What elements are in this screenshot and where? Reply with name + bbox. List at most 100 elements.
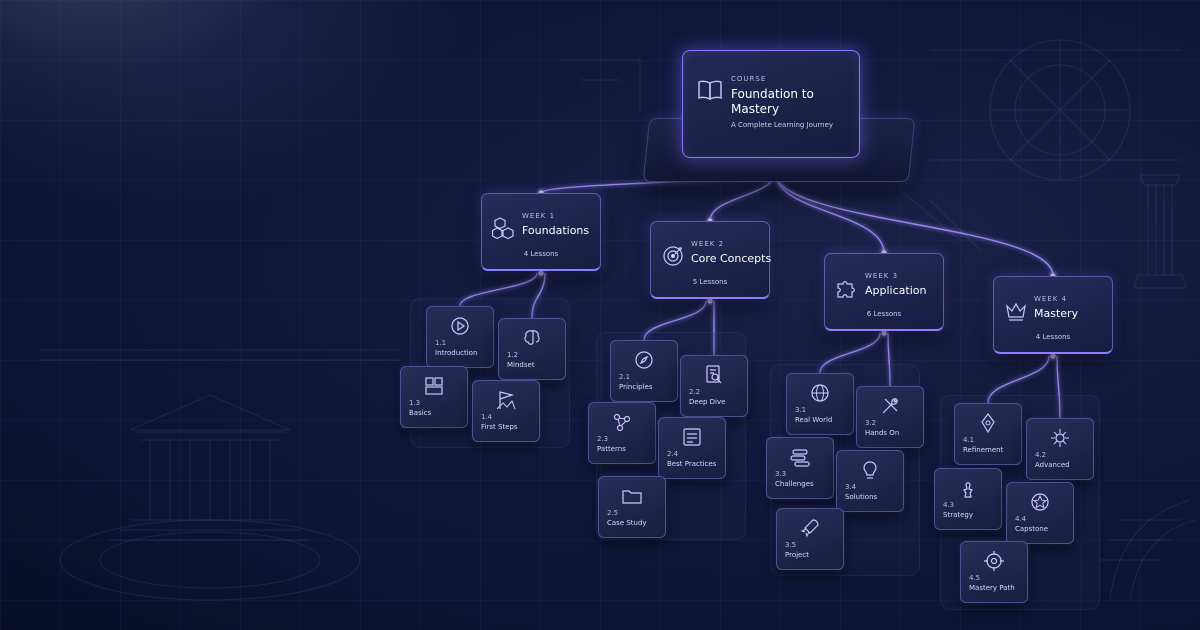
lesson-title: Hands On: [865, 429, 900, 437]
lesson-card-3-5[interactable]: 3.5 Project: [776, 508, 844, 570]
lesson-card-2-5[interactable]: 2.5 Case Study: [598, 476, 666, 538]
course-subtitle: A Complete Learning Journey: [731, 121, 834, 129]
lesson-title: Project: [785, 551, 809, 559]
week-2-module[interactable]: WEEK 2 Core Concepts 5 Lessons: [650, 221, 772, 299]
week-4-module[interactable]: WEEK 4 Mastery 4 Lessons: [993, 276, 1113, 354]
week-3-title: Application: [865, 284, 927, 297]
course-eyebrow: COURSE: [731, 75, 767, 83]
lesson-number: 1.1: [435, 339, 447, 347]
folder-icon: [622, 490, 642, 504]
globe-icon: [811, 384, 829, 402]
lesson-title: Introduction: [435, 349, 478, 357]
lesson-title: Capstone: [1015, 525, 1049, 533]
lesson-number: 2.1: [619, 373, 631, 381]
lightbulb-icon: [863, 461, 877, 479]
lesson-card-4-1[interactable]: 4.1 Refinement: [954, 403, 1022, 465]
compass-icon: [635, 351, 653, 369]
rocket-icon: [800, 519, 819, 538]
lesson-card-4-2[interactable]: 4.2 Advanced: [1026, 418, 1094, 480]
lesson-card-1-2[interactable]: 1.2 Mindset: [498, 318, 566, 380]
tools-icon: [882, 398, 898, 414]
lesson-number: 3.4: [845, 483, 857, 491]
week-1-lesson-count: 4 Lessons: [523, 250, 559, 258]
lesson-number: 3.5: [785, 541, 797, 549]
lesson-title: Refinement: [963, 446, 1004, 454]
lesson-title: Solutions: [845, 493, 878, 501]
network-icon: [613, 413, 631, 432]
lesson-number: 1.4: [481, 413, 493, 421]
document-search-icon: [706, 365, 722, 384]
checklist-icon: [683, 428, 701, 446]
open-book-icon: [698, 80, 722, 101]
blocks-icon: [425, 377, 443, 395]
lesson-number: 2.5: [607, 509, 619, 517]
brain-icon: [524, 330, 540, 345]
week-3-lesson-count: 6 Lessons: [866, 310, 902, 318]
flag-icon: [496, 391, 516, 410]
lesson-card-1-3[interactable]: 1.3 Basics: [400, 366, 468, 428]
lesson-card-3-4[interactable]: 3.4 Solutions: [836, 450, 904, 512]
lesson-card-1-4[interactable]: 1.4 First Steps: [472, 380, 540, 442]
week-2-lesson-count: 5 Lessons: [692, 278, 728, 286]
lesson-title: Mastery Path: [969, 584, 1015, 592]
lesson-title: Real World: [795, 416, 833, 424]
lesson-card-3-1[interactable]: 3.1 Real World: [786, 373, 854, 435]
crown-icon: [1006, 302, 1026, 321]
lesson-number: 3.2: [865, 419, 877, 427]
lesson-number: 4.5: [969, 574, 981, 582]
week-3-eyebrow: WEEK 3: [865, 272, 899, 280]
lesson-title: Basics: [409, 409, 432, 417]
lesson-number: 2.4: [667, 450, 679, 458]
week-3-module[interactable]: WEEK 3 Application 6 Lessons: [824, 253, 944, 331]
week-1-title: Foundations: [522, 224, 590, 237]
lesson-title: Strategy: [943, 511, 973, 519]
week-1-module[interactable]: WEEK 1 Foundations 4 Lessons: [481, 193, 601, 271]
lesson-number: 3.3: [775, 470, 787, 478]
lesson-card-4-5[interactable]: 4.5 Mastery Path: [960, 541, 1028, 603]
pen-nib-icon: [981, 413, 995, 434]
lesson-title: First Steps: [481, 423, 518, 431]
puzzle-icon: [837, 281, 855, 298]
lesson-number: 1.2: [507, 351, 519, 359]
week-2-title: Core Concepts: [691, 252, 772, 265]
gear-network-icon: [1051, 429, 1069, 447]
stack-icon: [790, 449, 810, 467]
lesson-title: Patterns: [597, 445, 626, 453]
chess-icon: [963, 482, 973, 498]
week-4-eyebrow: WEEK 4: [1034, 295, 1068, 303]
medal-icon: [1031, 493, 1049, 511]
lesson-number: 4.2: [1035, 451, 1047, 459]
week-4-lesson-count: 4 Lessons: [1035, 333, 1071, 341]
week-4-title: Mastery: [1034, 307, 1079, 320]
lesson-title: Challenges: [775, 480, 814, 488]
lesson-card-2-3[interactable]: 2.3 Patterns: [588, 402, 656, 464]
lesson-card-1-1[interactable]: 1.1 Introduction: [426, 306, 494, 368]
lesson-number: 4.1: [963, 436, 975, 444]
lesson-number: 1.3: [409, 399, 421, 407]
week-2-eyebrow: WEEK 2: [691, 240, 725, 248]
lesson-card-2-1[interactable]: 2.1 Principles: [610, 340, 678, 402]
lesson-number: 3.1: [795, 406, 807, 414]
lesson-title: Case Study: [607, 519, 647, 527]
course-title: Foundation to Mastery: [731, 87, 814, 116]
lesson-title: Advanced: [1035, 461, 1070, 469]
lesson-card-3-3[interactable]: 3.3 Challenges: [766, 437, 834, 499]
lesson-card-2-2[interactable]: 2.2 Deep Dive: [680, 355, 748, 417]
lesson-card-3-2[interactable]: 3.2 Hands On: [856, 386, 924, 448]
lesson-number: 2.3: [597, 435, 609, 443]
lesson-card-2-4[interactable]: 2.4 Best Practices: [658, 417, 726, 479]
week-1-eyebrow: WEEK 1: [522, 212, 556, 220]
target-icon: [663, 246, 683, 266]
lesson-title: Best Practices: [667, 460, 717, 468]
lesson-title: Mindset: [507, 361, 535, 369]
cubes-icon: [492, 217, 514, 240]
lesson-number: 4.4: [1015, 515, 1027, 523]
lesson-number: 4.3: [943, 501, 955, 509]
course-node[interactable]: COURSE Foundation to Mastery A Complete …: [682, 50, 860, 158]
lesson-card-4-4[interactable]: 4.4 Capstone: [1006, 482, 1074, 544]
lesson-title: Deep Dive: [689, 398, 726, 406]
lesson-title: Principles: [619, 383, 653, 391]
lesson-card-4-3[interactable]: 4.3 Strategy: [934, 468, 1002, 530]
